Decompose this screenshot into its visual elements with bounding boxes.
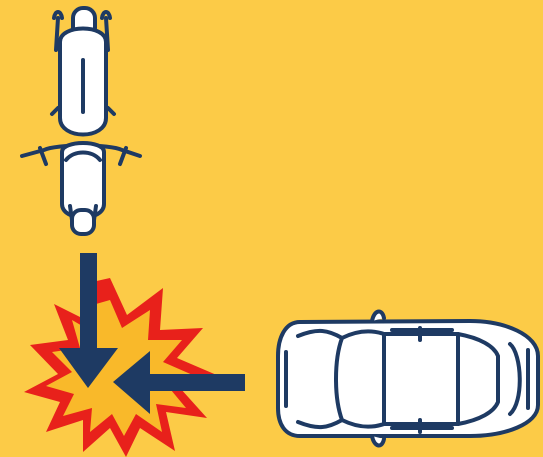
- car-icon: [278, 312, 538, 446]
